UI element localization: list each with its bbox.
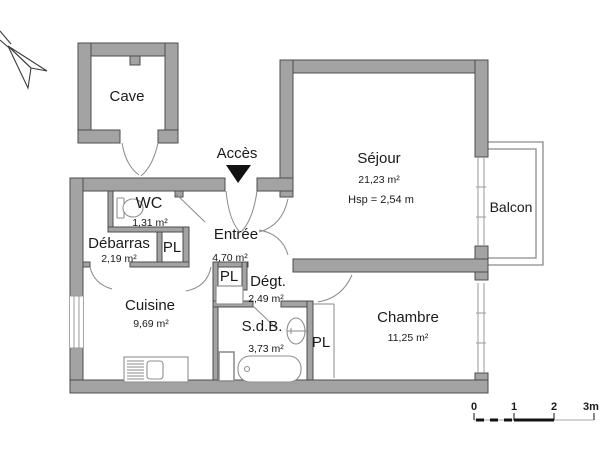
- balcon-label: Balcon: [490, 199, 533, 215]
- entree-label: Entrée: [214, 226, 258, 243]
- wall: [69, 177, 226, 192]
- north-arrow-line: [0, 39, 9, 48]
- door-swings: [89, 192, 353, 382]
- entree-area: 4,70 m²: [212, 252, 248, 264]
- scale-tick-0: 0: [471, 401, 477, 413]
- wall: [129, 261, 190, 268]
- bedroom-window: [476, 283, 486, 373]
- washbasin-tap-line: [287, 328, 309, 334]
- north-arrow-line: [0, 30, 12, 45]
- degagement-label: Dégt.: [250, 273, 286, 290]
- wall: [306, 300, 314, 381]
- sejour-label: Séjour: [357, 150, 400, 167]
- toilet-bowl-icon: [122, 198, 144, 218]
- bathroom-door-leaf: [252, 305, 278, 330]
- kitchen-door-swing: [185, 266, 212, 292]
- cuisine-area: 9,69 m²: [133, 318, 169, 330]
- duct-box: [218, 351, 235, 382]
- wall: [82, 261, 91, 268]
- sejour-area: 21,23 m²: [358, 174, 400, 186]
- wall: [212, 261, 219, 381]
- wall: [474, 59, 489, 158]
- cave-label: Cave: [109, 88, 144, 105]
- wall-notch: [129, 55, 141, 66]
- north-arrow-wing: [7, 45, 32, 90]
- wc-label: WC: [136, 195, 163, 212]
- sdb-area: 3,73 m²: [248, 343, 284, 355]
- livingroom-window: [476, 157, 486, 246]
- scale-bar: 0 1 2 3m: [471, 401, 599, 422]
- sejour-ceiling-height: Hsp = 2,54 m: [348, 194, 414, 206]
- kitchen-drainer-hatch: [127, 360, 144, 380]
- balcony-outline: [488, 141, 544, 266]
- placard2-label: PL: [220, 268, 238, 285]
- wall: [77, 42, 179, 57]
- door-swing: [121, 142, 140, 176]
- scale-ticks: [473, 413, 595, 420]
- bathtub-icon: [237, 355, 302, 383]
- entry-door-swing: [225, 190, 240, 232]
- debarras-label: Débarras: [88, 235, 150, 252]
- degagement-area: 2,49 m²: [248, 293, 284, 305]
- balcony-outer-line: [488, 141, 544, 266]
- wall: [279, 59, 489, 74]
- wall: [77, 42, 92, 144]
- placard3-label: PL: [312, 334, 330, 351]
- storage-door-swing: [89, 266, 113, 290]
- access-label: Accès: [217, 145, 258, 162]
- livingroom-double-door-swing: [258, 198, 289, 233]
- access-arrow-icon: [226, 165, 251, 183]
- cave-walls: [77, 42, 179, 177]
- bathtub-faucet-icon: [243, 365, 251, 373]
- windows: [70, 157, 486, 373]
- scale-tick-1: 1: [511, 401, 517, 413]
- chambre-label: Chambre: [377, 309, 439, 326]
- balcony-inner-line: [488, 148, 537, 259]
- wall: [256, 177, 294, 192]
- wc-door-leaf: [174, 192, 206, 223]
- kitchen-sink-icon: [146, 360, 164, 380]
- cuisine-label: Cuisine: [125, 297, 175, 314]
- closet-front-line: [313, 303, 335, 378]
- placard1-label: PL: [163, 239, 181, 256]
- wall: [156, 231, 163, 263]
- wall: [69, 177, 84, 394]
- livingroom-double-door-swing: [258, 229, 289, 256]
- window-gap: [70, 296, 83, 348]
- wall: [279, 59, 294, 198]
- entry-closet-box: [215, 285, 244, 305]
- wall: [241, 261, 248, 291]
- kitchen-window: [70, 295, 83, 349]
- wc-area: 1,31 m²: [132, 217, 168, 229]
- bedroom-door-swing: [317, 274, 353, 303]
- wall: [292, 258, 489, 273]
- north-arrow-icon: [0, 30, 48, 90]
- wall: [182, 226, 190, 268]
- outer-walls: [69, 59, 489, 394]
- wall: [107, 190, 114, 233]
- debarras-area: 2,19 m²: [101, 253, 137, 265]
- entry-door-swing: [240, 190, 258, 233]
- chambre-area: 11,25 m²: [388, 332, 429, 344]
- fixtures: [116, 197, 309, 383]
- scale-tick-2: 2: [551, 401, 557, 413]
- wall: [157, 129, 179, 144]
- sdb-label: S.d.B.: [242, 318, 283, 335]
- wall: [77, 129, 121, 144]
- scale-tick-3m: 3m: [583, 401, 599, 413]
- wall: [164, 42, 179, 144]
- door-swing: [140, 142, 159, 177]
